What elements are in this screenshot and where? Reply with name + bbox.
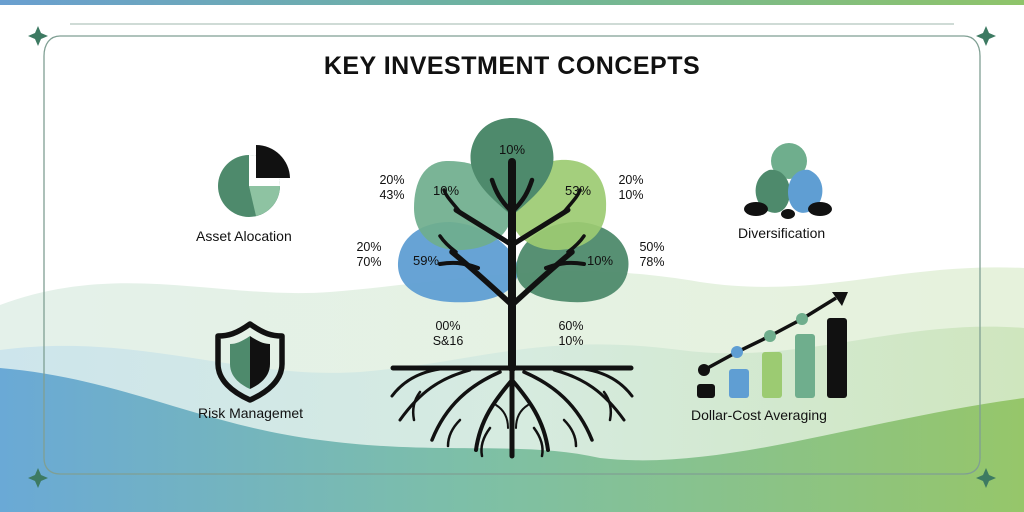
side-label-line: 78% <box>639 255 665 269</box>
label-diversification: Diversification <box>738 225 826 241</box>
side-label-line: S&16 <box>432 334 464 348</box>
corner-star-icon <box>28 468 48 488</box>
tree-diagram <box>390 118 634 459</box>
leaf-lower-right-percent: 10% <box>586 253 614 268</box>
corner-star-icon <box>28 26 48 46</box>
growth-bar-chart-icon <box>697 292 848 398</box>
corner-star-icon <box>976 468 996 488</box>
side-label-right-lower: 50% 78% <box>630 240 674 270</box>
side-label-line: 70% <box>356 255 382 269</box>
label-dollar-cost-averaging: Dollar-Cost Averaging <box>691 407 827 423</box>
side-label-bottom-left: 00% S&16 <box>426 319 470 349</box>
corner-star-icon <box>976 26 996 46</box>
side-label-right-upper: 20% 10% <box>609 173 653 203</box>
label-asset-allocation: Asset Alocation <box>196 228 292 244</box>
leaf-lower-left-percent: 59% <box>412 253 440 268</box>
side-label-line: 00% <box>435 319 461 333</box>
side-label-line: 10% <box>558 334 584 348</box>
side-label-line: 43% <box>379 188 405 202</box>
diversification-icon <box>744 143 832 219</box>
side-label-left-upper: 20% 43% <box>370 173 414 203</box>
decorative-frame <box>43 23 981 475</box>
label-risk-management: Risk Managemet <box>198 405 304 421</box>
page-title: KEY INVESTMENT CONCEPTS <box>323 52 701 80</box>
hill-front <box>0 368 1024 512</box>
top-band <box>0 0 1024 5</box>
leaf-upper-left-percent: 10% <box>432 183 460 198</box>
leaf-upper-right-percent: 53% <box>564 183 592 198</box>
side-label-left-lower: 20% 70% <box>347 240 391 270</box>
side-label-line: 60% <box>558 319 584 333</box>
pie-chart-icon <box>218 145 290 217</box>
side-label-line: 50% <box>639 240 665 254</box>
side-label-line: 20% <box>379 173 405 187</box>
side-label-line: 20% <box>356 240 382 254</box>
side-label-line: 20% <box>618 173 644 187</box>
shield-icon <box>215 321 285 403</box>
side-label-bottom-right: 60% 10% <box>549 319 593 349</box>
leaf-top-percent: 10% <box>498 142 526 157</box>
side-label-line: 10% <box>618 188 644 202</box>
